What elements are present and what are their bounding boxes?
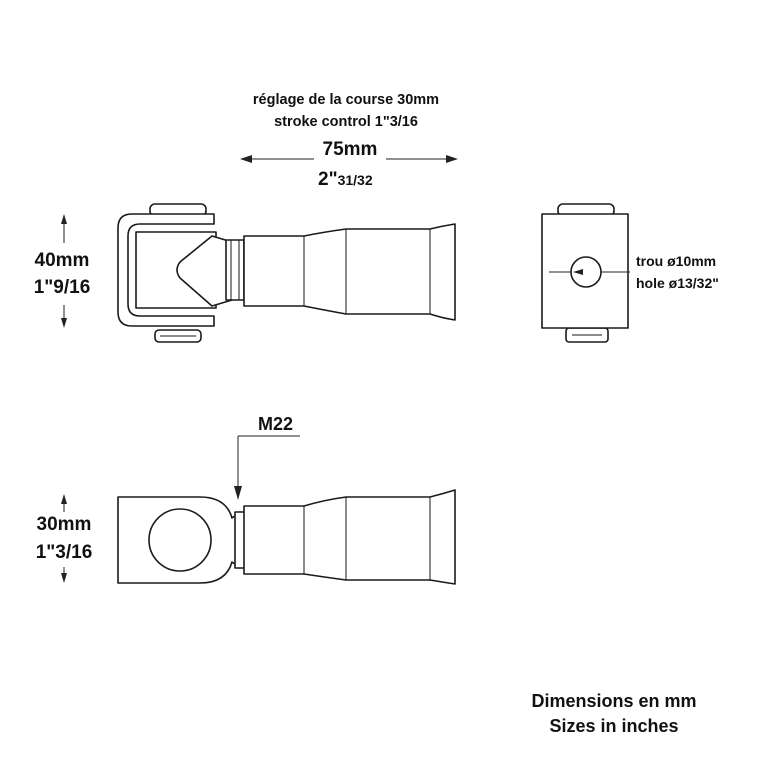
stroke-control-label-en: stroke control 1"3/16 (274, 114, 418, 130)
hole-en-label: hole ø13/32" (636, 275, 719, 291)
height-top-dimension (61, 214, 67, 328)
length-mm-label: 75mm (323, 139, 378, 160)
length-dimension (240, 155, 458, 163)
hinge-side-view (117, 203, 456, 343)
height-bottom-mm-label: 30mm (37, 514, 92, 535)
thread-label: M22 (258, 414, 293, 434)
hole-fr-label: trou ø10mm (636, 253, 716, 269)
length-inch-whole: 2" (318, 169, 338, 190)
height-top-inch-label: 1"9/16 (34, 277, 91, 298)
length-inch-fraction: 31/32 (338, 172, 373, 188)
thread-leader (234, 435, 300, 500)
hinge-top-view (117, 489, 456, 585)
units-note-en: Sizes in inches (549, 716, 678, 736)
height-bottom-inch-label: 1"3/16 (36, 542, 93, 563)
height-top-mm-label: 40mm (35, 250, 90, 271)
length-inch-label: 2"31/32 (318, 169, 373, 190)
hinge-end-view (541, 203, 630, 343)
height-bottom-dimension (61, 494, 67, 583)
stroke-control-label-fr: réglage de la course 30mm (253, 92, 439, 108)
units-note-fr: Dimensions en mm (531, 691, 696, 711)
